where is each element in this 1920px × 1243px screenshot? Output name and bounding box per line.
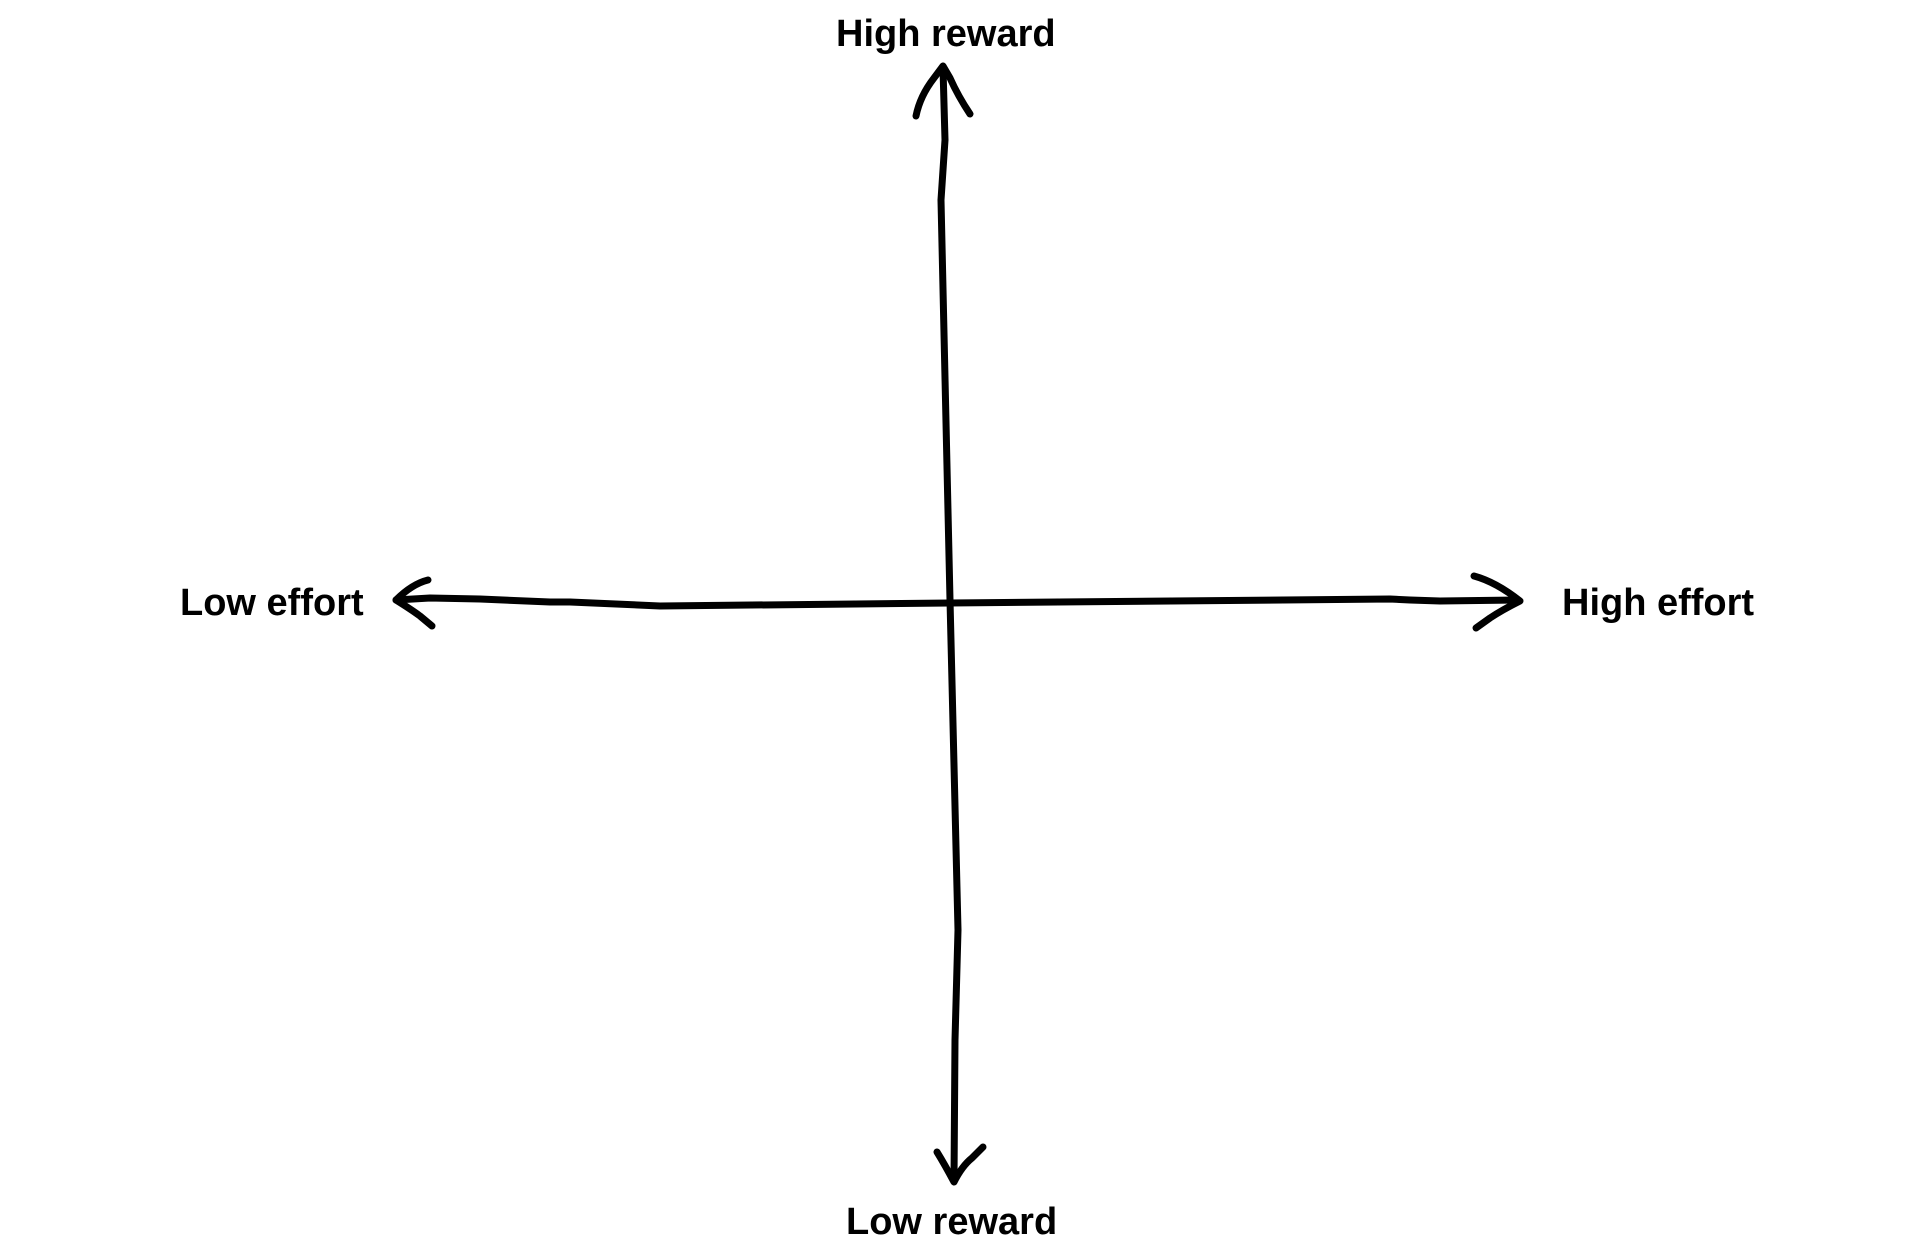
arrowhead-up-icon bbox=[912, 62, 974, 120]
arrowhead-down-icon bbox=[933, 1143, 987, 1186]
arrowhead-left-icon bbox=[392, 576, 436, 630]
vertical-axis bbox=[937, 64, 962, 1184]
label-low-effort: Low effort bbox=[180, 582, 364, 624]
label-high-effort: High effort bbox=[1562, 582, 1755, 624]
arrowhead-right-icon bbox=[1470, 572, 1524, 632]
horizontal-axis bbox=[392, 594, 1522, 610]
label-low-reward: Low reward bbox=[846, 1201, 1058, 1243]
label-high-reward: High reward bbox=[836, 13, 1056, 55]
